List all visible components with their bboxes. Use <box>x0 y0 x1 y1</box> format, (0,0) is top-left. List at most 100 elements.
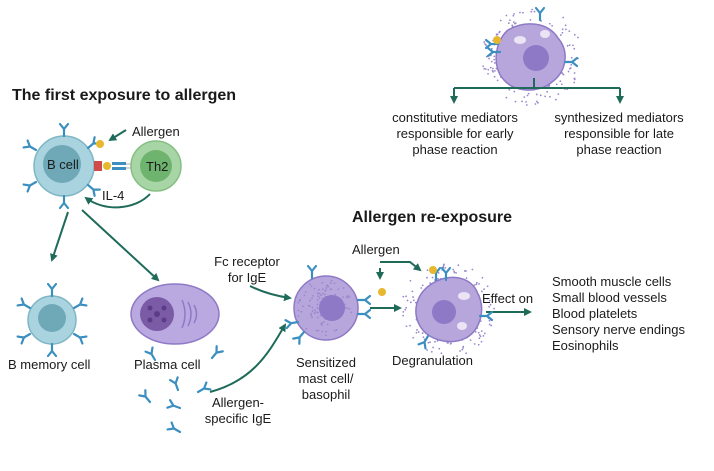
granule <box>514 100 517 103</box>
label-allergen-specific-ige: Allergen- specific IgE <box>204 395 272 426</box>
granule <box>436 340 439 342</box>
granule <box>431 276 434 279</box>
granule <box>313 309 316 311</box>
granule <box>311 316 314 319</box>
granule <box>508 88 511 91</box>
granule <box>573 47 576 50</box>
granule <box>577 36 579 39</box>
granule <box>409 324 412 327</box>
constitutive-mediators-text: constitutive mediators responsible for e… <box>392 110 518 157</box>
granule <box>530 10 533 13</box>
granule <box>442 265 445 268</box>
granule <box>350 311 353 314</box>
granule <box>412 336 415 339</box>
granule <box>459 350 461 352</box>
granule <box>438 347 441 350</box>
granule <box>311 297 313 300</box>
granule <box>544 95 546 98</box>
granule <box>412 296 414 298</box>
granule <box>324 290 327 292</box>
granule <box>565 28 567 31</box>
granule <box>318 296 321 299</box>
granule <box>453 271 456 274</box>
granule <box>477 343 480 346</box>
granule <box>488 299 491 302</box>
granule <box>495 33 498 36</box>
granule <box>525 100 527 103</box>
granule <box>539 94 542 97</box>
granule <box>430 350 433 353</box>
synthesized-mediators-text: synthesized mediators responsible for la… <box>554 110 684 157</box>
granule <box>570 63 573 66</box>
granule <box>314 311 317 313</box>
granule <box>334 293 337 296</box>
granule <box>344 306 347 309</box>
granule <box>536 100 538 103</box>
granule <box>326 284 329 287</box>
granule <box>298 299 301 302</box>
granule <box>523 96 526 98</box>
granule <box>498 31 501 34</box>
granule <box>406 299 409 302</box>
granule <box>561 28 564 31</box>
granule <box>322 292 324 295</box>
granule <box>404 308 407 311</box>
granule <box>481 276 484 279</box>
effect-item: Sensory nerve endings <box>552 322 685 337</box>
granule <box>525 104 528 106</box>
granule <box>487 72 489 75</box>
granule <box>471 268 474 271</box>
granule <box>521 11 524 14</box>
granule <box>346 295 348 298</box>
granule <box>507 22 510 24</box>
label-effect-on: Effect on <box>482 291 534 306</box>
granule <box>465 352 468 355</box>
granule <box>313 312 316 315</box>
granule <box>311 306 314 309</box>
granule <box>330 288 333 291</box>
granule <box>484 68 487 70</box>
granule <box>492 70 495 73</box>
granule <box>411 290 414 293</box>
granule <box>318 292 321 295</box>
granule <box>505 96 508 99</box>
granule <box>477 331 480 334</box>
granule <box>514 22 517 25</box>
granule <box>455 271 457 274</box>
label-fc-receptor: Fc receptor for IgE <box>214 254 280 285</box>
b-memory-cell <box>16 282 88 358</box>
granule <box>321 324 323 326</box>
granule <box>461 348 464 351</box>
granule <box>415 331 418 334</box>
granule <box>519 11 521 14</box>
granule <box>297 315 300 318</box>
granule <box>557 93 560 96</box>
granule <box>321 330 324 333</box>
granule <box>534 103 537 105</box>
granule <box>346 307 349 310</box>
granule <box>421 332 424 334</box>
granule <box>426 349 428 351</box>
label-allergen-top: Allergen <box>132 124 180 139</box>
granule <box>313 287 316 290</box>
degranulating-mast-cell <box>378 263 495 355</box>
granule <box>526 94 529 97</box>
granule <box>310 314 313 317</box>
granule <box>480 330 483 332</box>
label-il4: IL-4 <box>102 188 125 203</box>
granule <box>555 83 558 86</box>
granule <box>335 329 338 331</box>
allergen-particle <box>96 140 104 148</box>
granule <box>465 277 468 279</box>
granule <box>512 14 515 17</box>
granule <box>559 80 562 83</box>
granule <box>549 95 551 98</box>
granule <box>322 321 325 323</box>
granule <box>560 83 563 86</box>
granule <box>490 60 493 63</box>
granule <box>409 301 412 304</box>
label-sensitized-mast-cell: Sensitized mast cell/ basophil <box>296 355 356 402</box>
granule <box>537 102 539 104</box>
granule <box>488 57 491 60</box>
granule <box>321 281 324 284</box>
